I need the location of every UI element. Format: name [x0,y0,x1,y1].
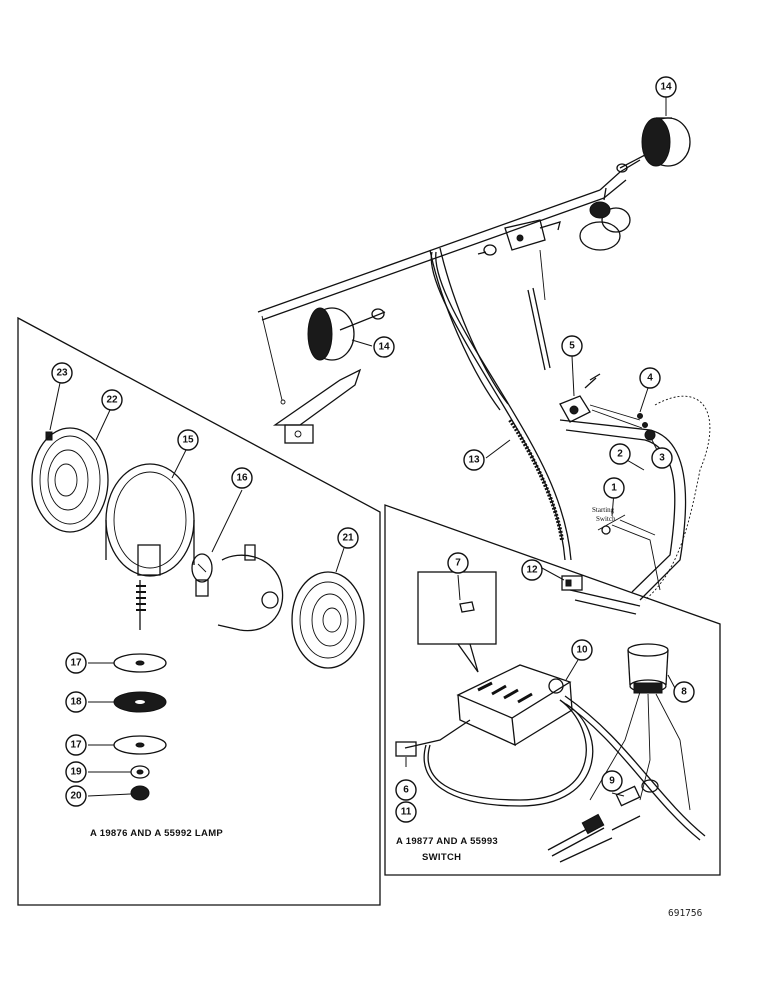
callout-label: 11 [401,807,412,818]
callout-16: 16 [231,467,253,489]
callout-label: 6 [403,785,409,796]
callout-6: 6 [395,779,417,801]
callout-14-left: 14 [373,336,395,358]
callout-label: 14 [660,82,672,93]
callout-label: 21 [342,533,354,544]
callout-label: 17 [70,740,82,751]
rear-lamp-right [616,117,691,173]
callout-label: 12 [526,565,538,576]
wiring-harness [430,251,572,561]
callout-4: 4 [639,367,661,389]
callout-label: 3 [659,453,665,464]
callout-15: 15 [177,429,199,451]
rear-lamp-left [307,307,386,361]
callout-8: 8 [673,681,695,703]
switch-caption-line2: SWITCH [422,852,461,863]
callout-20: 22 [101,389,123,411]
callout-7: 7 [447,552,469,574]
callout-label: 18 [70,697,82,708]
callout-label: 7 [455,558,461,569]
callout-1: 1 [603,477,625,499]
callout-23: 20 [65,785,87,807]
callout-label: 5 [569,341,575,352]
callout-label: 13 [468,455,480,466]
callout-14-top: 14 [655,76,677,98]
callout-label: 8 [681,687,687,698]
callout-13: 13 [463,449,485,471]
callout-label: 20 [70,791,82,802]
callout-22: 19 [65,761,87,783]
lamp-panel [17,316,381,906]
callout-21: 23 [51,362,73,384]
callout-10: 10 [571,639,593,661]
starting-switch-label-line2: Switch [596,515,616,523]
callout-label: 15 [182,435,194,446]
fender-outline: Starting Switch [559,373,711,615]
callout-label: 23 [56,368,68,379]
callout-label: 1 [611,483,617,494]
callout-label: 22 [106,395,118,406]
callout-label: 2 [617,449,623,460]
callout-label: 14 [378,342,390,353]
callout-label: 19 [70,767,82,778]
callout-label: 9 [609,776,615,787]
switch-panel [384,504,721,876]
lamp-caption: A 19876 AND A 55992 LAMP [90,828,223,839]
callout-18: 18 [65,691,87,713]
callout-17-upper: 17 [65,652,87,674]
callout-12: 12 [521,559,543,581]
callout-label: 16 [236,473,248,484]
starting-switch-label-line1: Starting [592,506,615,514]
callout-11: 11 [395,801,417,823]
reference-number: 691756 [668,908,703,919]
frame-assembly [257,159,641,444]
leader-lines [49,97,677,797]
callout-17-lower: 17 [65,734,87,756]
callout-label: 17 [70,658,82,669]
callout-19: 21 [337,527,359,549]
callout-5: 5 [561,335,583,357]
callout-label: 4 [647,373,653,384]
callout-3: 3 [651,447,673,469]
callout-2: 2 [609,443,631,465]
callout-label: 10 [576,645,588,656]
callout-9: 9 [601,770,623,792]
switch-caption-line1: A 19877 AND A 55993 [396,836,498,847]
